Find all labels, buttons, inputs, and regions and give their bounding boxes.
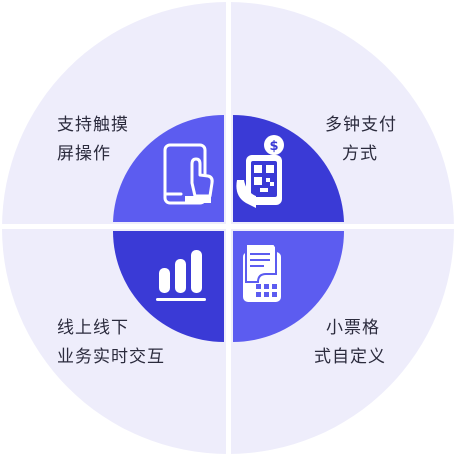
label-line: 线上线下 xyxy=(57,318,129,338)
label-line: 小票格 xyxy=(326,318,380,338)
label-line: 屏操作 xyxy=(57,144,111,164)
label-line: 业务实时交互 xyxy=(57,347,165,367)
label-line: 式自定义 xyxy=(314,347,386,367)
svg-text:$: $ xyxy=(269,139,278,154)
label-top-right: 多钟支付 方式 xyxy=(325,111,397,169)
bar-chart-icon xyxy=(156,250,206,301)
label-bottom-left: 线上线下 业务实时交互 xyxy=(57,314,165,372)
horizontal-divider xyxy=(0,224,457,229)
touch-screen-phone-icon xyxy=(163,143,214,205)
label-top-left: 支持触摸 屏操作 xyxy=(57,111,129,169)
label-line: 方式 xyxy=(342,144,378,164)
receipt-printer-icon xyxy=(243,243,281,302)
label-line: 支持触摸 xyxy=(57,115,129,135)
qr-payment-phone-icon: $ xyxy=(236,135,284,208)
label-line: 多钟支付 xyxy=(325,115,397,135)
label-bottom-right: 小票格 式自定义 xyxy=(314,314,386,372)
